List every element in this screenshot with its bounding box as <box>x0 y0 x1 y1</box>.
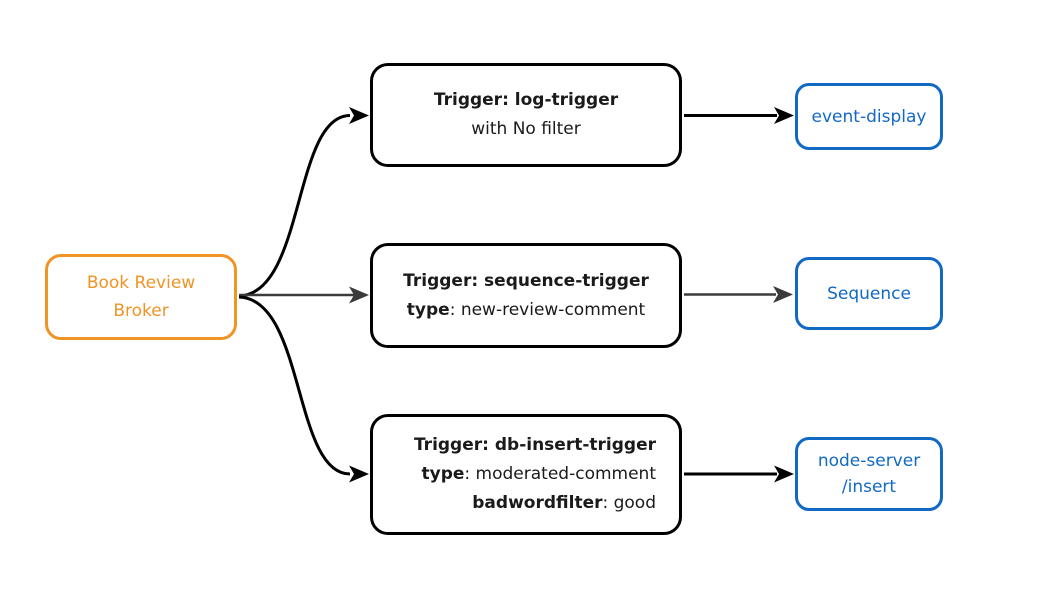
trigger-node-log: Trigger: log-trigger with No filter <box>370 63 682 167</box>
broker-node: Book Review Broker <box>45 254 237 340</box>
trigger-db-insert-filter-badword: badwordfilter: good <box>373 489 656 518</box>
edge-broker-to-log-trigger <box>238 114 351 298</box>
trigger-sequence-filter-key: type <box>406 299 450 320</box>
trigger-db-insert-badword-value: : good <box>602 493 656 513</box>
arrowhead-node-server <box>774 465 794 483</box>
output-node-server-label-line1: node-server <box>817 451 921 471</box>
trigger-log-title-text: Trigger: log-trigger <box>433 90 619 110</box>
output-event-display-label: event-display <box>811 106 927 127</box>
trigger-sequence-title: Trigger: sequence-trigger <box>373 267 679 296</box>
output-node-event-display: event-display <box>795 83 943 150</box>
trigger-node-db-insert: Trigger: db-insert-trigger type: moderat… <box>370 414 682 535</box>
broker-label-line2: Broker <box>113 301 169 321</box>
arrowhead-log-trigger <box>349 107 369 124</box>
trigger-node-sequence: Trigger: sequence-trigger type: new-revi… <box>370 243 682 348</box>
trigger-db-insert-badword-key: badwordfilter <box>472 493 603 513</box>
trigger-sequence-filter-value: : new-review-comment <box>449 299 646 320</box>
trigger-sequence-filter: type: new-review-comment <box>373 296 679 325</box>
trigger-log-title: Trigger: log-trigger <box>373 86 679 115</box>
edge-broker-to-db-insert-trigger <box>238 295 351 476</box>
trigger-sequence-title-text: Trigger: sequence-trigger <box>403 270 649 291</box>
trigger-log-filter: with No filter <box>471 119 581 139</box>
output-node-node-server: node-server /insert <box>795 437 943 511</box>
arrowhead-sequence <box>773 286 793 303</box>
trigger-db-insert-type-value: : moderated-comment <box>464 464 656 484</box>
arrowhead-sequence-trigger <box>349 286 369 304</box>
output-node-sequence: Sequence <box>795 257 943 330</box>
output-node-server-label-line2: /insert <box>841 477 897 497</box>
trigger-db-insert-filter-type: type: moderated-comment <box>373 460 657 489</box>
broker-label-line1: Book Review <box>86 273 196 293</box>
trigger-db-insert-title-text: Trigger: db-insert-trigger <box>413 435 656 455</box>
output-sequence-label: Sequence <box>827 283 911 304</box>
trigger-db-insert-title: Trigger: db-insert-trigger <box>373 431 656 460</box>
arrowhead-db-insert-trigger <box>349 465 369 483</box>
trigger-db-insert-type-key: type <box>421 464 465 484</box>
arrowhead-event-display <box>774 107 794 124</box>
